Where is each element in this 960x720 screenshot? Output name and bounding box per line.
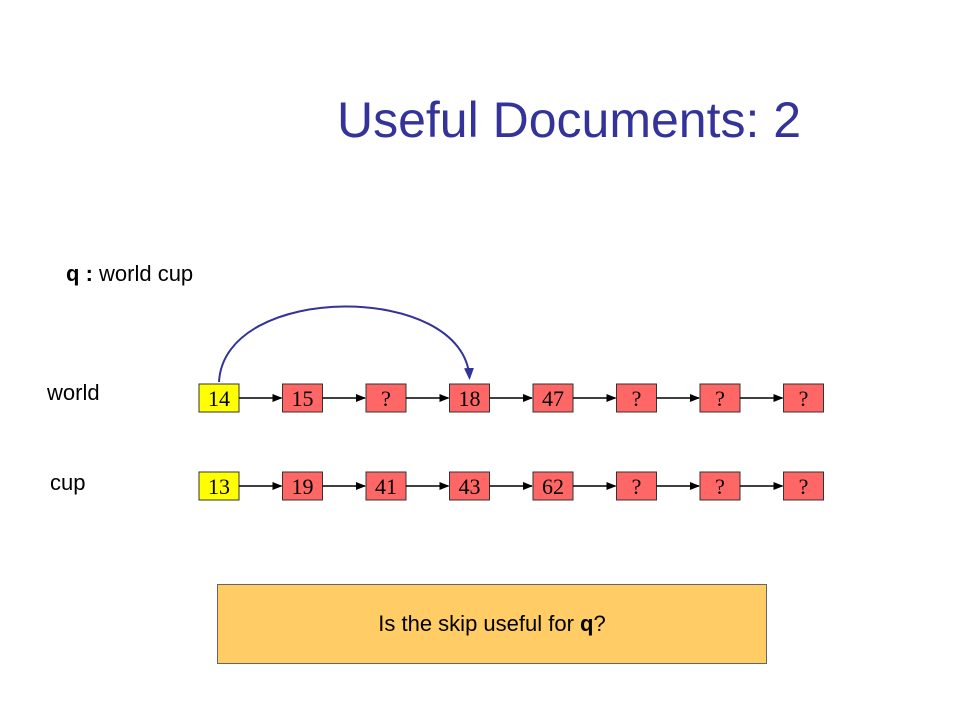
callout-query-variable: q — [580, 611, 594, 636]
posting-node-cup-7: ? — [783, 471, 824, 501]
posting-value: ? — [632, 386, 642, 411]
posting-node-world-6: ? — [699, 383, 741, 413]
posting-value: 41 — [375, 474, 397, 499]
posting-node-world-3: 18 — [449, 383, 490, 413]
query-line: q : world cup — [66, 261, 193, 287]
posting-value: 43 — [459, 474, 481, 499]
callout-text-before: Is the skip useful for — [378, 611, 581, 636]
posting-node-world-1: 15 — [282, 383, 323, 413]
query-text: world cup — [99, 261, 194, 286]
posting-value: 19 — [292, 474, 314, 499]
posting-value: 13 — [208, 474, 230, 499]
posting-node-world-5: ? — [616, 383, 657, 413]
posting-value: ? — [799, 386, 809, 411]
posting-node-cup-6: ? — [699, 471, 741, 501]
posting-value: 15 — [292, 386, 314, 411]
query-variable: q — [66, 261, 80, 286]
posting-node-cup-1: 19 — [282, 471, 323, 501]
skip-pointer-arc — [218, 305, 474, 383]
posting-value: ? — [381, 386, 391, 411]
question-callout: Is the skip useful for q? — [217, 584, 767, 664]
posting-node-cup-0: 13 — [198, 471, 240, 501]
posting-node-world-2: ? — [365, 383, 407, 413]
callout-text: Is the skip useful for q? — [378, 611, 605, 637]
posting-value: ? — [799, 474, 809, 499]
posting-node-world-0: 14 — [198, 383, 240, 413]
posting-value: ? — [632, 474, 642, 499]
posting-node-cup-5: ? — [616, 471, 657, 501]
posting-value: ? — [715, 386, 725, 411]
posting-value: 47 — [542, 386, 564, 411]
posting-node-cup-3: 43 — [449, 471, 490, 501]
callout-text-after: ? — [593, 611, 606, 636]
posting-value: 62 — [542, 474, 564, 499]
posting-node-cup-2: 41 — [365, 471, 407, 501]
posting-node-cup-4: 62 — [532, 471, 574, 501]
posting-value: ? — [715, 474, 725, 499]
posting-node-world-7: ? — [783, 383, 824, 413]
posting-value: 18 — [459, 386, 481, 411]
posting-node-world-4: 47 — [532, 383, 574, 413]
list-label-world: world — [47, 380, 100, 405]
slide-title: Useful Documents: 2 — [337, 92, 802, 148]
query-separator: : — [79, 261, 100, 286]
list-label-cup: cup — [50, 470, 86, 495]
posting-value: 14 — [208, 386, 230, 411]
